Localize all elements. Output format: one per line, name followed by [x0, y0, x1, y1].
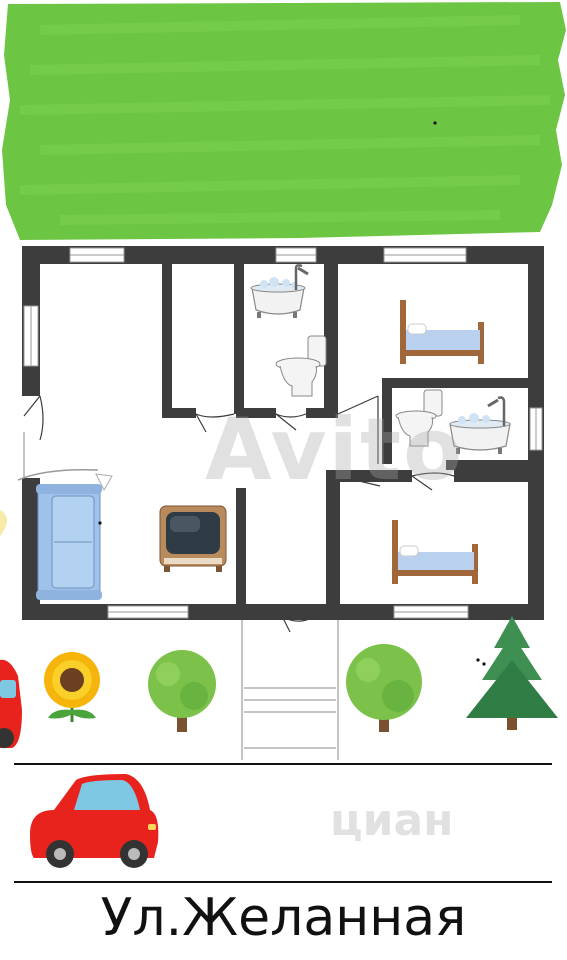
- tree-icon: [346, 644, 422, 732]
- bed-icon: [400, 300, 484, 364]
- wall-bath1-bottom-a: [236, 408, 276, 418]
- wall-bath1-left: [234, 264, 244, 414]
- door-front: [281, 611, 323, 633]
- porch-steps: [241, 620, 339, 760]
- wall-closet-left: [162, 264, 172, 414]
- wall-bath2-left: [382, 378, 392, 464]
- lamp-icon: [0, 468, 113, 536]
- bathtub-icon: [449, 396, 511, 454]
- door-bedroom2: [337, 475, 381, 487]
- door-entrance-side: [23, 395, 44, 441]
- bathtub-icon: [250, 264, 309, 318]
- wall-living-right: [236, 488, 246, 606]
- sofa-icon: [36, 484, 102, 600]
- cian-watermark: циан: [330, 795, 454, 846]
- wall-bedroom2-top-a: [338, 470, 412, 482]
- door-bedroom1: [337, 395, 379, 464]
- fir-tree-icon: [466, 616, 558, 730]
- door-bath1: [275, 413, 307, 431]
- door-closet: [195, 413, 235, 433]
- wall-bath1-bottom-b: [306, 408, 338, 418]
- lawn-area: [2, 2, 566, 240]
- outer-wall-left-lower: [22, 478, 40, 620]
- sunflower-icon: [44, 652, 100, 722]
- toilet-icon: [275, 335, 327, 397]
- tree-icon: [148, 650, 216, 732]
- tv-icon: [159, 505, 227, 572]
- wall-bedroom2-left: [326, 470, 340, 606]
- car-icon: [30, 774, 159, 868]
- doors[interactable]: [23, 395, 455, 633]
- door-bath2: [411, 472, 455, 491]
- wall-bath1-right: [324, 264, 338, 414]
- street-name-label: Ул.Желанная: [100, 888, 467, 948]
- wall-bath2-top: [382, 378, 532, 388]
- car-icon: [0, 659, 22, 748]
- wall-bedroom2-top-b: [454, 470, 530, 482]
- bed-icon: [392, 520, 478, 584]
- wall-bath2-bottom: [446, 460, 530, 470]
- avito-watermark: Avito: [205, 400, 465, 500]
- toilet-icon: [395, 389, 443, 447]
- wall-closet-bottom: [162, 408, 196, 418]
